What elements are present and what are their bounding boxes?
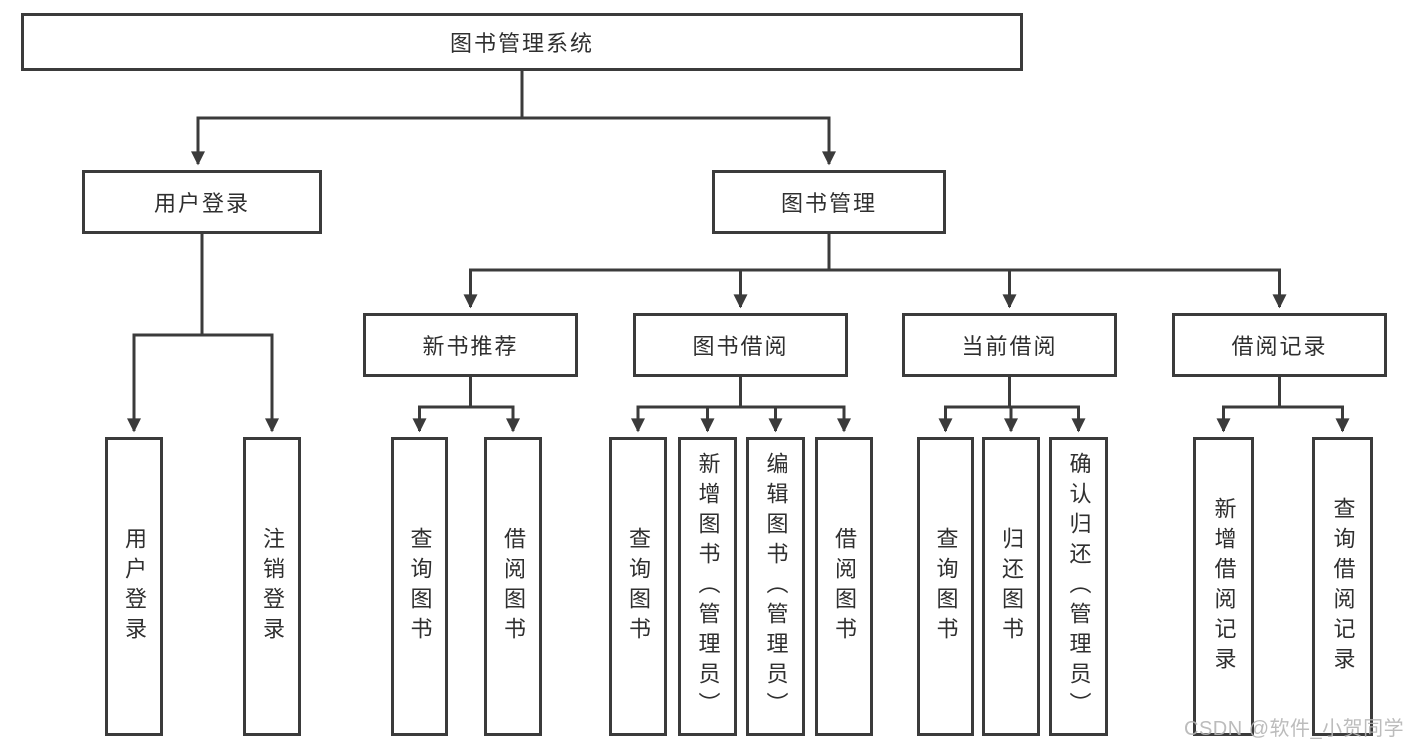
leaf-confirm-return-admin: 确认归还（管理员）: [1049, 437, 1108, 736]
leaf-label: 注销登录: [260, 526, 285, 647]
connector-book-management: [463, 233, 1287, 309]
leaf-label: 查询图书: [626, 526, 651, 647]
leaf-label: 归还图书: [999, 526, 1024, 647]
node-current-borrow: 当前借阅: [902, 313, 1117, 377]
node-label: 当前借阅: [961, 334, 1058, 359]
leaf-query-books-current: 查询图书: [917, 437, 974, 736]
leaf-add-borrow-record: 新增借阅记录: [1193, 437, 1254, 736]
node-label: 新书推荐: [422, 334, 519, 359]
leaf-query-books-borrow: 查询图书: [609, 437, 667, 736]
leaf-edit-books-admin: 编辑图书（管理员）: [746, 437, 805, 736]
connector-current-borrow: [938, 377, 1086, 433]
node-label: 借阅记录: [1231, 334, 1328, 359]
connector-borrow-records: [1216, 377, 1350, 433]
node-user-login: 用户登录: [82, 170, 322, 234]
connector-book-borrow: [631, 377, 851, 433]
leaf-label: 用户登录: [122, 526, 147, 647]
leaf-label: 查询图书: [407, 526, 433, 647]
leaf-label: 确认归还（管理员）: [1066, 451, 1092, 722]
leaf-borrow-books: 借阅图书: [815, 437, 873, 736]
leaf-query-books-recommend: 查询图书: [391, 437, 448, 736]
node-label: 图书借阅: [692, 334, 789, 359]
node-book-management: 图书管理: [712, 170, 946, 234]
leaf-label: 编辑图书（管理员）: [763, 451, 789, 722]
connector-root: [191, 70, 836, 166]
node-new-book-recommend: 新书推荐: [363, 313, 578, 377]
leaf-return-books: 归还图书: [982, 437, 1040, 736]
connector-user-login: [127, 233, 279, 433]
connector-new-book-recommend: [412, 377, 520, 433]
node-root-system: 图书管理系统: [21, 13, 1023, 71]
leaf-borrow-books-recommend: 借阅图书: [484, 437, 542, 736]
node-label: 图书管理: [780, 191, 877, 216]
leaf-label: 借阅图书: [501, 526, 526, 647]
leaf-label: 新增图书（管理员）: [695, 451, 721, 722]
leaf-add-books-admin: 新增图书（管理员）: [678, 437, 737, 736]
leaf-query-borrow-record: 查询借阅记录: [1312, 437, 1373, 736]
node-borrow-records: 借阅记录: [1172, 313, 1387, 377]
leaf-logout-login: 注销登录: [243, 437, 301, 736]
leaf-label: 查询图书: [933, 526, 959, 647]
leaf-label: 借阅图书: [832, 526, 857, 647]
leaf-label: 查询借阅记录: [1330, 496, 1356, 677]
watermark-text: CSDN @软件_小贺同学: [1184, 718, 1405, 740]
leaf-label: 新增借阅记录: [1211, 496, 1237, 677]
node-book-borrow: 图书借阅: [633, 313, 848, 377]
leaf-user-login: 用户登录: [105, 437, 163, 736]
node-label: 图书管理系统: [449, 31, 594, 56]
node-label: 用户登录: [153, 191, 250, 216]
